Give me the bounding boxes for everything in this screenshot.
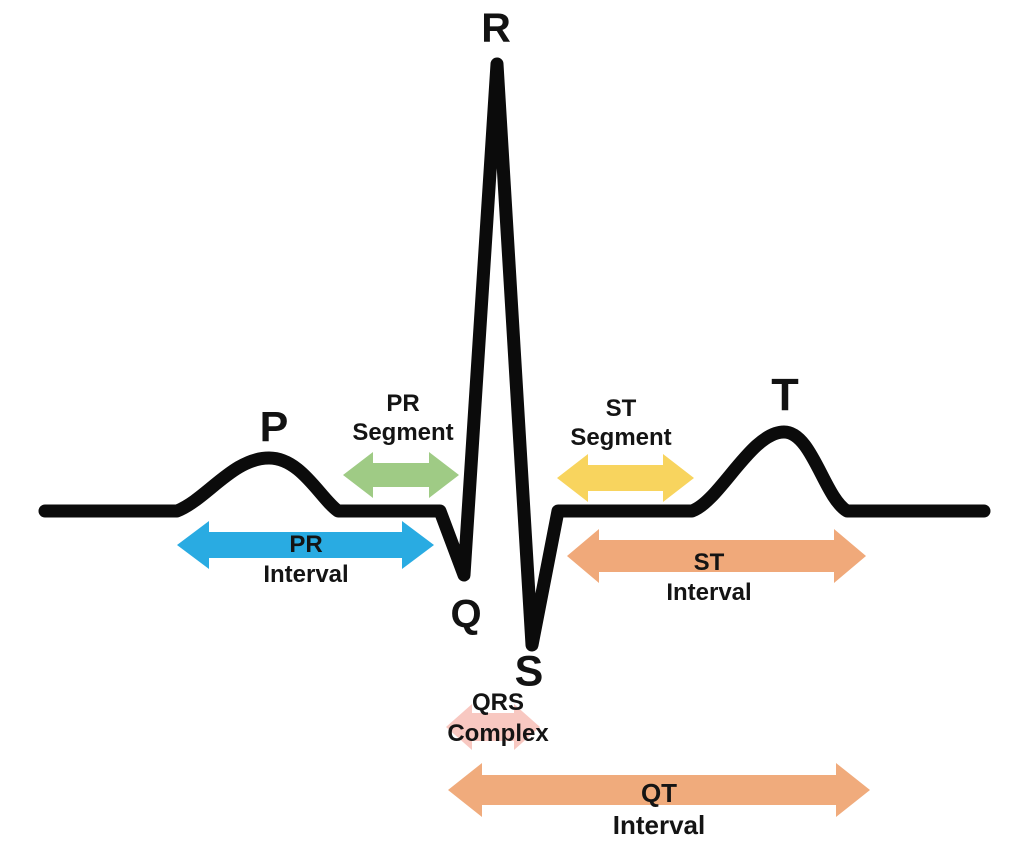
- qt-interval-label-line2: Interval: [612, 810, 706, 840]
- qt-interval-label: QT Interval: [613, 777, 706, 841]
- st-segment-arrow: [557, 454, 694, 502]
- qt-interval-label-line1: QT: [640, 778, 678, 808]
- p-wave-label: P: [259, 403, 289, 452]
- pr-segment-label-line1: PR: [386, 390, 420, 417]
- r-wave-label: R: [481, 4, 511, 51]
- pr-segment-label-line2: Segment: [352, 419, 454, 446]
- pr-interval-label: PR Interval: [263, 530, 348, 590]
- qrs-complex-label: QRS Complex: [447, 687, 548, 749]
- qt-interval-arrow: [448, 763, 870, 817]
- st-interval-arrow: [567, 529, 866, 583]
- s-wave-label: S: [514, 647, 544, 696]
- st-interval-label-line2: Interval: [666, 579, 752, 606]
- st-interval-label: ST Interval: [666, 548, 751, 608]
- pr-interval-label-line1: PR: [289, 531, 323, 558]
- pr-interval-arrow: [177, 521, 434, 569]
- pr-segment-arrow: [343, 452, 459, 498]
- pr-segment-label: PR Segment: [352, 389, 453, 447]
- st-segment-label-line1: ST: [605, 395, 637, 422]
- pr-interval-label-line2: Interval: [263, 561, 349, 588]
- st-segment-label-line2: Segment: [570, 424, 672, 451]
- st-interval-label-line1: ST: [693, 549, 725, 576]
- t-wave-label: T: [771, 369, 799, 421]
- qrs-complex-label-line2: Complex: [447, 720, 549, 747]
- qrs-complex-label-line1: QRS: [471, 689, 525, 716]
- annotation-arrows: [177, 452, 870, 817]
- qrs-complex-arrow: [446, 704, 540, 750]
- ecg-trace: [38, 57, 991, 652]
- q-wave-label: Q: [450, 592, 482, 636]
- st-segment-label: ST Segment: [570, 394, 671, 452]
